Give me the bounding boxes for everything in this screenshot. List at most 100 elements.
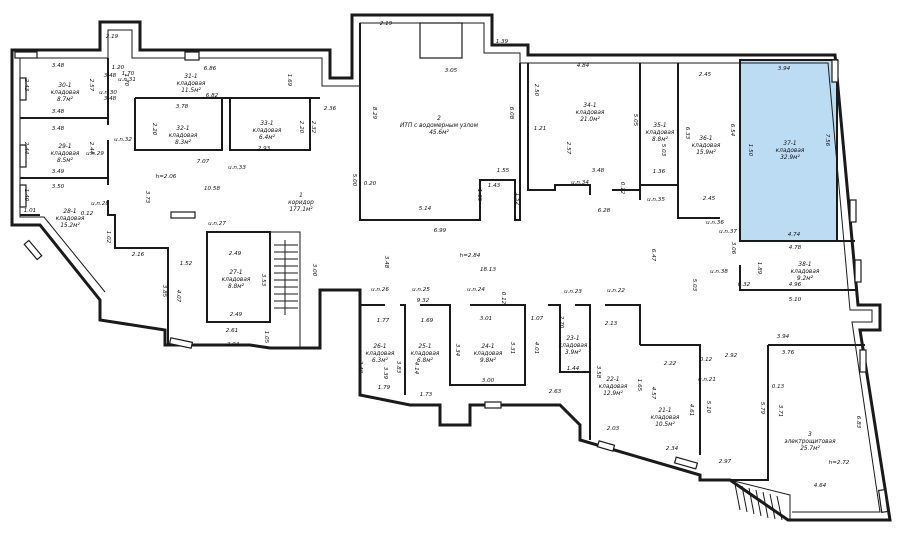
dimension-label: 1.65 xyxy=(636,379,642,392)
room-label-r27-line2: 8.8м² xyxy=(228,283,245,290)
room-label-r37-line1: кладовая xyxy=(776,148,805,154)
room-label-r1-line2: 177.1м² xyxy=(289,206,313,213)
dimension-label: 3.94 xyxy=(778,66,791,72)
dimension-label: 2.57 xyxy=(88,79,94,92)
room-label-r33-line0: 33-1 xyxy=(260,121,273,127)
dimension-label: 3.04 xyxy=(227,342,240,348)
dimension-label: 1.05 xyxy=(263,331,269,344)
dimension-label: h=2.72 xyxy=(829,460,850,466)
dimension-label: 2.61 xyxy=(226,328,238,334)
room-label-r33-line1: кладовая xyxy=(253,128,282,134)
room-label-r36-line2: 15.9м² xyxy=(696,149,716,156)
window xyxy=(831,59,839,83)
dimension-label: 2.43 xyxy=(23,79,29,92)
dimension-label: 5.10 xyxy=(789,297,802,303)
dimension-label: 0.13 xyxy=(772,384,785,390)
left-storage-walls xyxy=(20,58,320,345)
dimension-label: 1.65 xyxy=(476,189,482,202)
dimension-label: 2.13 xyxy=(605,321,618,327)
dimension-label: 7.07 xyxy=(197,159,210,165)
dimension-label: 3.01 xyxy=(480,316,492,322)
window xyxy=(14,51,38,59)
room-2-walls xyxy=(359,23,521,221)
dimension-label: 1.70 xyxy=(123,74,129,87)
dimension-label: 3.06 xyxy=(730,242,736,255)
dimension-label: 3.85 xyxy=(161,285,167,298)
room-label-r31-line1: кладовая xyxy=(177,81,206,87)
dimension-label: 4.07 xyxy=(175,290,181,303)
dimension-label: u.n.25 xyxy=(412,287,430,293)
dimension-label: h=2.06 xyxy=(156,174,177,180)
room-label-r26-line0: 26-1 xyxy=(373,344,386,350)
room-label-r36-line1: кладовая xyxy=(692,143,721,149)
dimension-label: 3.76 xyxy=(782,350,795,356)
room-label-r38-line1: кладовая xyxy=(791,269,820,275)
dimension-label: 3.00 xyxy=(311,264,317,277)
dimension-label: 1.36 xyxy=(653,169,666,175)
dimension-label: 1.01 xyxy=(24,208,36,214)
room-label-r37-line0: 37-1 xyxy=(783,141,796,147)
room-label-r3-line0: 3 xyxy=(808,432,812,438)
window xyxy=(673,456,699,470)
dimension-label: 3.48 xyxy=(104,73,117,79)
dimension-label: 4.74 xyxy=(788,232,801,238)
room-label-r34-line1: кладовая xyxy=(576,110,605,116)
dimension-label: 6.99 xyxy=(434,228,447,234)
dimension-label: 2.70 xyxy=(558,316,564,329)
dimension-label: 3.49 xyxy=(52,169,65,175)
dimension-label: 8.29 xyxy=(371,107,377,120)
dimension-label: 1.69 xyxy=(421,318,434,324)
dimension-label: 2.63 xyxy=(549,389,562,395)
dimension-label: 2.49 xyxy=(230,312,243,318)
dimension-label: u.n.30 xyxy=(99,90,117,96)
dimension-label: u.n.38 xyxy=(710,269,728,275)
dimension-label: 0.12 xyxy=(619,182,625,195)
dimension-label: h=2.84 xyxy=(460,253,481,259)
dimension-label: 3.48 xyxy=(52,109,65,115)
dimension-label: 1.89 xyxy=(756,262,762,275)
right-storage-walls xyxy=(527,63,858,291)
dimension-label: u.n.31 xyxy=(118,77,136,83)
dimension-label: 4.61 xyxy=(688,404,694,416)
room-label-r22-line0: 22-1 xyxy=(606,377,619,383)
room-37-1-highlight[interactable] xyxy=(739,59,838,242)
room-label-r28-line1: кладовая xyxy=(56,216,85,222)
dimension-label: 6.54 xyxy=(729,124,735,137)
room-label-r34-line2: 21.0м² xyxy=(580,116,600,123)
dimension-label: 6.28 xyxy=(598,208,611,214)
room-label-r23-line1: кладовая xyxy=(559,343,588,349)
room-label-r27-line1: кладовая xyxy=(222,277,251,283)
dimension-label: 1.21 xyxy=(534,126,546,132)
dimension-label: 1.52 xyxy=(180,261,193,267)
dimension-label: 2.50 xyxy=(533,84,539,97)
room-label-r29-line1: кладовая xyxy=(51,151,80,157)
dimension-label: u.n.36 xyxy=(706,220,724,226)
dimension-label: 0.12 xyxy=(81,211,94,217)
dimension-label: 2.22 xyxy=(664,361,677,367)
room-27-walls xyxy=(206,231,271,323)
dimension-label: 1.40 xyxy=(23,189,29,202)
dimension-label: 4.01 xyxy=(533,342,539,354)
dimension-label: 0.32 xyxy=(738,282,751,288)
stairs-left xyxy=(270,231,301,349)
window xyxy=(854,259,862,283)
room-label-r24-line0: 24-1 xyxy=(481,344,494,350)
dimension-label: u.n.21 xyxy=(698,377,716,383)
dimension-label: 2.45 xyxy=(703,196,716,202)
dimension-label: 3.94 xyxy=(777,334,790,340)
dimension-label: 2.44 xyxy=(23,142,29,155)
window xyxy=(859,349,867,373)
room-label-r1-line0: 1 xyxy=(299,193,303,199)
room-label-r22-line2: 12.9м² xyxy=(603,390,623,397)
dimension-label: 5.05 xyxy=(632,114,638,127)
dimension-label: 6.33 xyxy=(684,127,690,140)
room-label-r21-line0: 21-1 xyxy=(658,408,671,414)
dimension-label: 4.78 xyxy=(789,245,802,251)
room-label-r35-line1: кладовая xyxy=(646,130,675,136)
dimension-label: 1.02 xyxy=(105,231,111,244)
window xyxy=(170,211,196,219)
dimension-label: 3.53 xyxy=(260,274,266,287)
window xyxy=(19,77,27,101)
dimension-label: 1.79 xyxy=(378,385,391,391)
room-label-r32-line0: 32-1 xyxy=(176,126,189,132)
